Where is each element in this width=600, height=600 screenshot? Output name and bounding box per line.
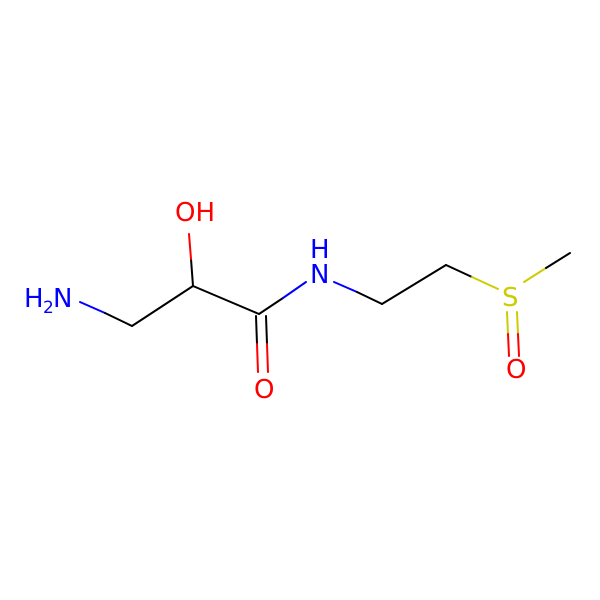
bond-n-ch2-n-part [79, 301, 106, 314]
bond-nh-ch2-c [356, 291, 383, 305]
sulfur-label: S [502, 283, 519, 313]
bond-c-o-double-2-o [266, 343, 269, 373]
bond-ch2-s-s [471, 276, 499, 290]
bond-s-o-double-1-o [507, 333, 510, 357]
bond-s-ch3-c [545, 252, 571, 269]
amide-nh-label: H N [310, 235, 330, 290]
bond-ch-carbonyl-c [192, 285, 260, 315]
bond-carbonyl-nh-c [258, 297, 284, 315]
sulfoxide-o-label: O [506, 355, 526, 385]
bond-c-o-double-1-c [255, 315, 258, 345]
amine-group-label: H 2 N [24, 284, 72, 318]
bond-c-o-double-2-c [265, 315, 268, 345]
bond-s-o-double-2-o [517, 333, 520, 357]
hydroxyl-label: OH [175, 198, 215, 228]
bond-s-o-double-2-s [516, 311, 519, 335]
bond-ch2-s-c [445, 264, 473, 278]
bond-nh-ch2-n [333, 281, 358, 293]
bond-c-o-double-1-o [256, 343, 259, 373]
bond-s-ch3-s [523, 267, 547, 283]
bond-n-ch2-c-part [104, 312, 133, 327]
amine-h-subscript: 2 [43, 298, 54, 318]
amide-n-label: N [310, 260, 329, 290]
atom-labels: H 2 N OH H N O S O [24, 198, 526, 405]
bond-ch-oh-o-part [188, 233, 192, 260]
amide-h-label: H [310, 235, 330, 265]
bond-s-o-double-1-s [506, 311, 509, 335]
bond-ch2-ch2 [381, 264, 447, 305]
amine-h-label: H [24, 284, 44, 314]
bond-carbonyl-nh-n [282, 281, 307, 299]
bond-ch-oh-c-part [190, 258, 194, 287]
bond-ch2-ch [131, 285, 194, 327]
bonds [79, 233, 571, 373]
amine-n-label: N [53, 284, 72, 314]
carbonyl-o-label: O [254, 375, 274, 405]
